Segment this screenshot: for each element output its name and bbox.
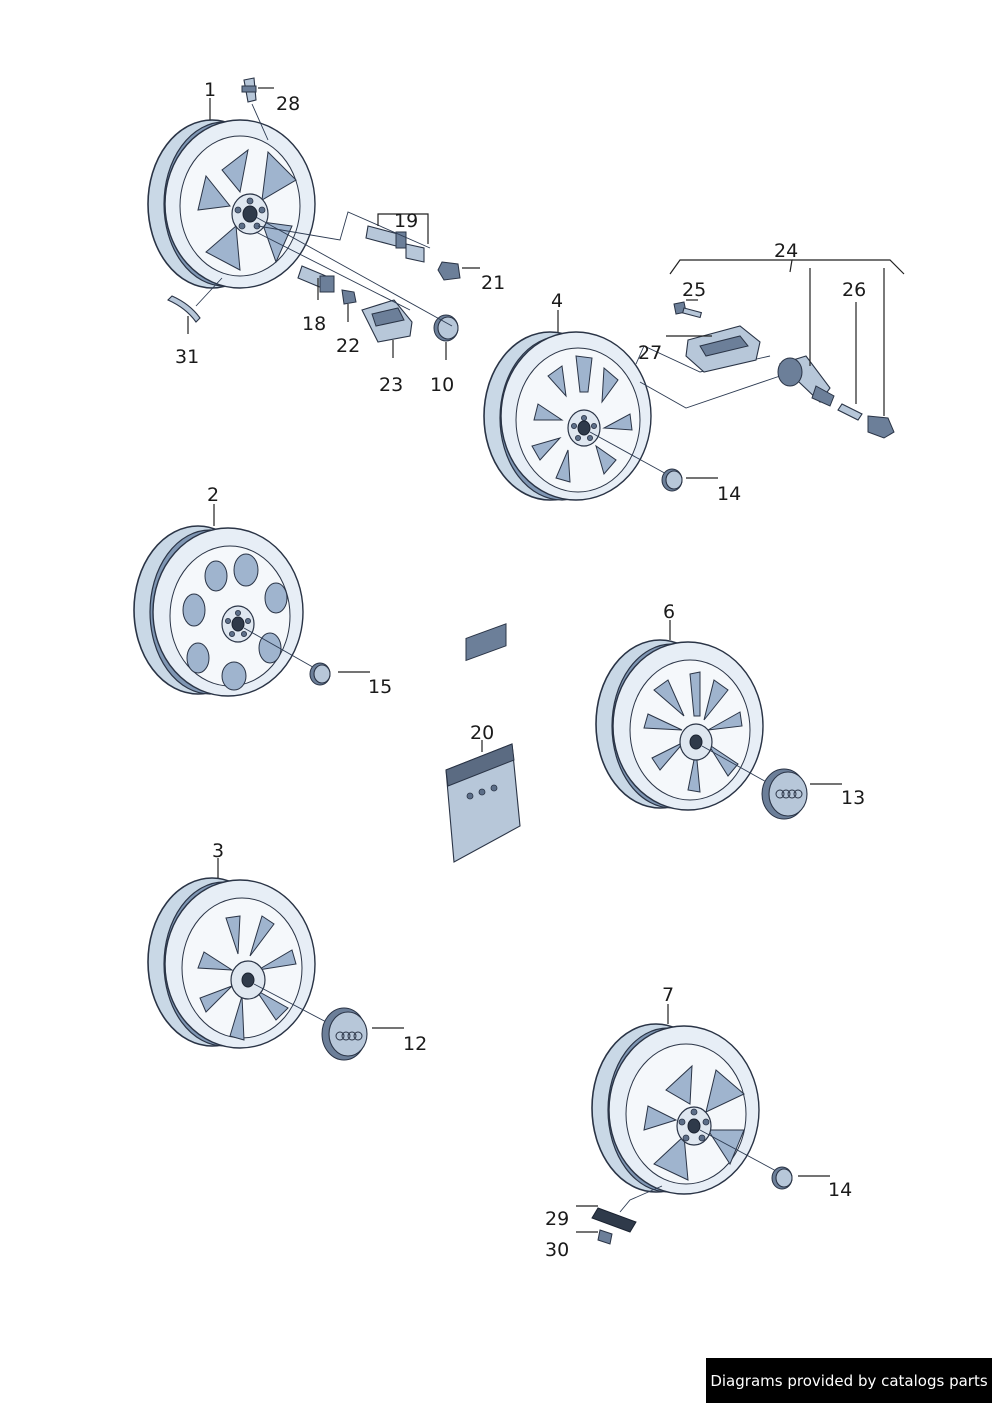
valve-core-26 — [837, 403, 863, 421]
callout-15: 15 — [368, 676, 392, 698]
wheel-7 — [591, 1023, 760, 1195]
bolt-19 — [365, 225, 425, 263]
nut-22 — [341, 289, 357, 305]
valve-28 — [241, 77, 257, 103]
hub-cap-15 — [309, 662, 331, 686]
callout-27: 27 — [638, 342, 662, 364]
screw-25 — [673, 301, 703, 319]
valve-24 — [777, 355, 835, 407]
tpms-sensor-27 — [685, 325, 761, 373]
callout-22: 22 — [336, 335, 360, 357]
wheel-6 — [595, 639, 764, 811]
bolt-set-package-20 — [445, 623, 521, 863]
callout-4: 4 — [551, 290, 563, 312]
removal-tool-23 — [361, 299, 413, 343]
callout-25: 25 — [682, 279, 706, 301]
wheel-3 — [147, 877, 316, 1049]
nut-21 — [437, 261, 461, 281]
wheel-1 — [147, 119, 316, 289]
callout-29: 29 — [545, 1208, 569, 1230]
balance-weight-31 — [167, 295, 201, 323]
callout-30: 30 — [545, 1239, 569, 1261]
callout-21: 21 — [481, 272, 505, 294]
hub-cap-10 — [433, 314, 459, 342]
callout-26: 26 — [842, 279, 866, 301]
callout-1: 1 — [204, 79, 216, 101]
center-cap-12 — [321, 1007, 368, 1061]
callout-2: 2 — [207, 484, 219, 506]
callout-19: 19 — [394, 210, 418, 232]
callout-10: 10 — [430, 374, 454, 396]
wheel-2 — [133, 525, 304, 697]
callout-12: 12 — [403, 1033, 427, 1055]
weight-29 — [591, 1207, 637, 1233]
wheel-4 — [483, 331, 652, 501]
callout-20: 20 — [470, 722, 494, 744]
callout-31: 31 — [175, 346, 199, 368]
callout-7: 7 — [662, 984, 674, 1006]
callout-14-top: 14 — [717, 483, 741, 505]
bolt-18 — [297, 265, 335, 293]
hub-cap-14-bottom — [771, 1166, 793, 1190]
footer-credit: Diagrams provided by catalogs parts — [706, 1358, 992, 1403]
callout-labels: 1 28 19 21 18 22 23 10 31 4 24 25 26 27 … — [175, 79, 866, 1261]
callout-24: 24 — [774, 240, 798, 262]
center-cap-13 — [761, 768, 808, 820]
callout-18: 18 — [302, 313, 326, 335]
callout-23: 23 — [379, 374, 403, 396]
hub-cap-14-top — [661, 468, 683, 492]
callout-13: 13 — [841, 787, 865, 809]
valve-cap — [867, 415, 895, 439]
callout-14-bottom: 14 — [828, 1179, 852, 1201]
callout-3: 3 — [212, 840, 224, 862]
callout-28: 28 — [276, 93, 300, 115]
weight-30 — [597, 1229, 613, 1245]
leader-lines — [187, 87, 842, 1233]
callout-6: 6 — [663, 601, 675, 623]
